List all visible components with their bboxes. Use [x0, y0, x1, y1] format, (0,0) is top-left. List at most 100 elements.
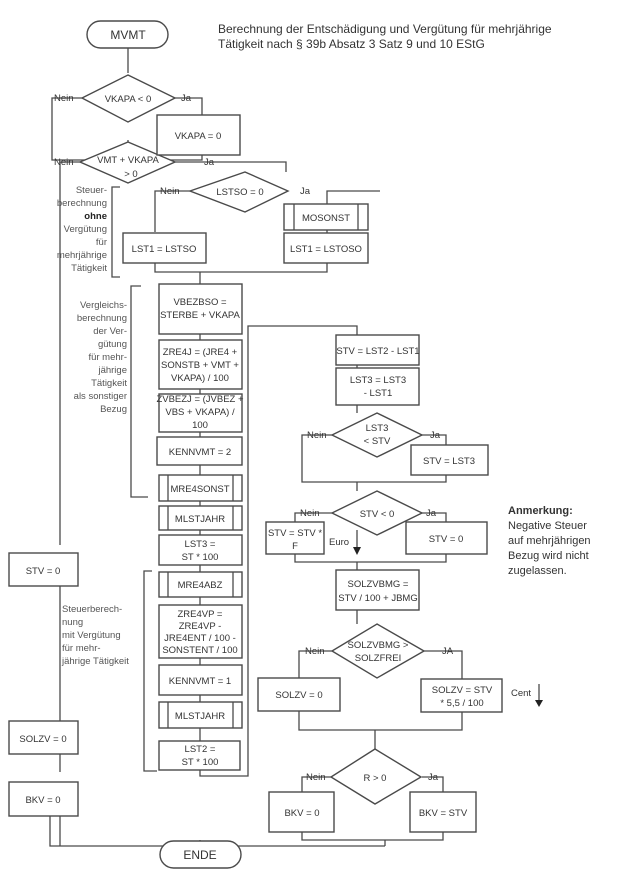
note-line: Bezug wird nicht [508, 550, 589, 562]
start-label: MVMT [110, 28, 146, 42]
process-text: SOLZV = STV [432, 685, 493, 696]
side-note-line: jährige Tätigkeit [61, 656, 129, 667]
start-terminal: MVMT [86, 20, 169, 49]
process-text: ZRE4J = (JRE4 + [163, 347, 238, 358]
process-text: 100 [192, 420, 208, 431]
process-text: LST3 = [185, 539, 216, 550]
arrow-head-icon [353, 547, 361, 555]
process-text: SOLZVBMG = [348, 579, 409, 590]
decision-text: VMT + VKAPA [97, 155, 159, 166]
side-note-line: Vergütung [64, 224, 107, 235]
title-line-1: Berechnung der Entschädigung und Vergütu… [218, 22, 552, 36]
cent-label: Cent [511, 688, 531, 699]
process-text: VKAPA) / 100 [171, 373, 229, 384]
process-text: JRE4ENT / 100 - [164, 633, 236, 644]
process-text: LST3 = LST3 [350, 375, 406, 386]
side-note-line: Tätigkeit [91, 378, 127, 389]
no-label: Nein [54, 157, 74, 168]
decision-text: LST3 [366, 423, 389, 434]
process-text: SOLZV = 0 [275, 690, 322, 701]
process-zvbezj: ZVBEZJ = (JVBEZ + VBS + VKAPA) / 100 [156, 393, 244, 433]
process-text: STV = STV * [268, 528, 322, 539]
side-note-vergleich: Vergleichs- berechnung der Ver- gütung f… [74, 300, 128, 415]
process-text: ST * 100 [182, 757, 219, 768]
process-text: MLSTJAHR [175, 711, 225, 722]
side-note-line: als sonstiger [74, 391, 127, 402]
no-label: Nein [305, 646, 325, 657]
process-solzv-calc: SOLZV = STV * 5,5 / 100 [420, 678, 503, 713]
process-solzv-0-left: SOLZV = 0 [8, 720, 79, 755]
yes-label: Ja [430, 430, 441, 441]
note-line: zugelassen. [508, 565, 567, 577]
side-note-line: für [96, 237, 107, 248]
annotation-note: Anmerkung: Negative Steuer auf mehrjähri… [508, 504, 591, 579]
process-text: VBEZBSO = [173, 297, 227, 308]
arrow-head-icon [535, 700, 543, 707]
euro-rounding: Euro [329, 530, 361, 555]
no-label: Nein [54, 93, 74, 104]
no-label: Nein [307, 430, 327, 441]
process-zre4j: ZRE4J = (JRE4 + SONSTB + VMT + VKAPA) / … [158, 339, 243, 390]
side-note-line: Steuerberech- [62, 604, 122, 615]
process-text: - LST1 [364, 388, 393, 399]
no-label: Nein [300, 508, 320, 519]
yes-label: Ja [204, 157, 215, 168]
euro-label: Euro [329, 537, 349, 548]
process-text: LST1 = LSTOSO [290, 244, 362, 255]
decision-text: < STV [364, 436, 391, 447]
process-text: BKV = 0 [25, 795, 60, 806]
side-note-line: jährige [97, 365, 127, 376]
yes-label: Ja [181, 93, 192, 104]
process-text: MLSTJAHR [175, 514, 225, 525]
side-note-line: für mehr- [62, 643, 101, 654]
decision-text: LSTSO = 0 [216, 187, 263, 198]
title-line-2: Tätigkeit nach § 39b Absatz 3 Satz 9 und… [218, 37, 485, 51]
decision-stv-lt-0: STV < 0 Nein Ja [300, 490, 437, 536]
no-label: Nein [306, 772, 326, 783]
subprocess-mosonst: MOSONST [283, 203, 369, 231]
side-note-mit: Steuerberech- nung mit Vergütung für meh… [61, 604, 129, 667]
yes-label: Ja [300, 186, 311, 197]
decision-text: > 0 [124, 169, 137, 180]
process-text: ZVBEZJ = (JVBEZ + [156, 394, 244, 405]
side-note-line: gütung [98, 339, 127, 350]
end-terminal: ENDE [159, 840, 242, 869]
side-note-line: nung [62, 617, 83, 628]
decision-text: R > 0 [364, 773, 387, 784]
process-text: STV = 0 [429, 534, 464, 545]
decision-text: SOLZFREI [355, 653, 401, 664]
process-text: ZRE4VP = [178, 609, 223, 620]
note-line: Negative Steuer [508, 520, 587, 532]
yes-label: Ja [428, 772, 439, 783]
process-text: F [292, 541, 298, 552]
process-text: STERBE + VKAPA [160, 310, 240, 321]
process-text: VKAPA = 0 [175, 131, 222, 142]
subprocess-mlstjahr-2: MLSTJAHR [158, 701, 243, 729]
note-heading: Anmerkung: [508, 505, 573, 517]
process-kennvmt-1: KENNVMT = 1 [158, 664, 243, 696]
end-label: ENDE [183, 848, 216, 862]
side-note-line: mit Vergütung [62, 630, 121, 641]
process-text: MRE4ABZ [178, 580, 223, 591]
subprocess-mre4sonst: MRE4SONST [158, 474, 243, 502]
diagram-title: Berechnung der Entschädigung und Vergütu… [218, 22, 552, 52]
process-text: STV = LST2 - LST1 [336, 346, 419, 357]
process-bkv-0-left: BKV = 0 [8, 781, 79, 817]
process-stv-times-f: STV = STV * F [265, 521, 325, 555]
process-text: MRE4SONST [170, 484, 229, 495]
decision-r-gt-0: R > 0 Nein Ja [306, 748, 439, 805]
process-text: MOSONST [302, 213, 350, 224]
process-zre4vp: ZRE4VP = ZRE4VP - JRE4ENT / 100 - SONSTE… [158, 604, 243, 659]
side-note-line: Bezug [100, 404, 127, 415]
process-stv-0-right: STV = 0 [405, 521, 488, 555]
process-bkv-0-right: BKV = 0 [268, 791, 335, 833]
decision-text: STV < 0 [360, 509, 395, 520]
process-stv-diff: STV = LST2 - LST1 [335, 334, 420, 366]
decision-text: SOLZVBMG > [348, 640, 409, 651]
process-text: STV / 100 + JBMG [338, 593, 417, 604]
process-text: SONSTENT / 100 [162, 645, 237, 656]
process-text: BKV = 0 [284, 808, 319, 819]
process-solzv-0-right: SOLZV = 0 [257, 677, 341, 712]
subprocess-mre4abz: MRE4ABZ [158, 571, 243, 598]
